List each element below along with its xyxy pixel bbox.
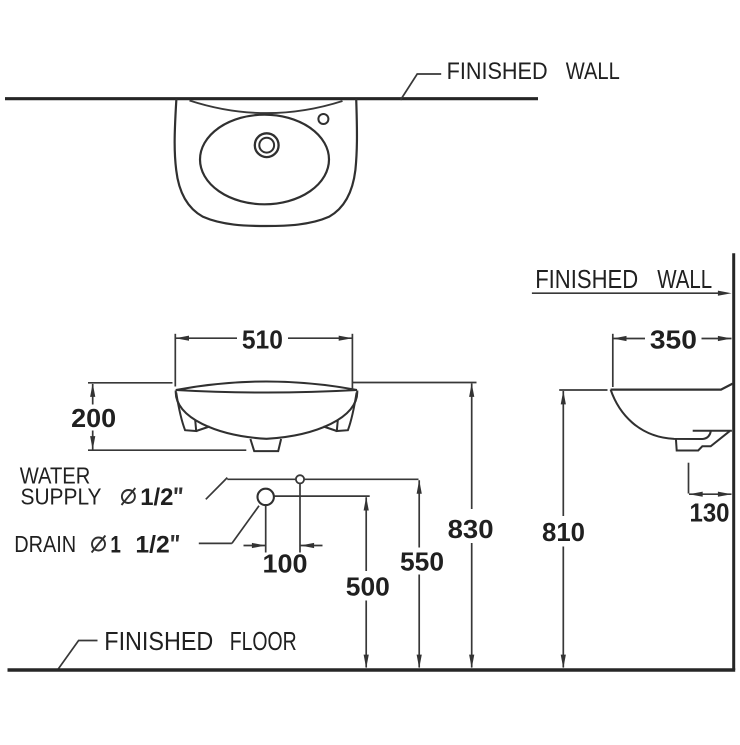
svg-text:550: 550 — [400, 547, 444, 577]
svg-text:200: 200 — [71, 403, 116, 433]
svg-text:SUPPLY: SUPPLY — [21, 483, 102, 509]
svg-text:500: 500 — [346, 571, 390, 601]
svg-text:DRAIN: DRAIN — [14, 531, 76, 557]
svg-text:830: 830 — [448, 514, 494, 544]
svg-text:FINISHED: FINISHED — [535, 264, 638, 294]
svg-text:1/2: 1/2 — [135, 531, 169, 558]
svg-text:WALL: WALL — [657, 264, 712, 294]
svg-text:1/2: 1/2 — [140, 484, 173, 511]
svg-text:810: 810 — [542, 517, 585, 547]
svg-text:100: 100 — [263, 548, 308, 578]
svg-text:FINISHED: FINISHED — [447, 58, 548, 85]
svg-text:FINISHED: FINISHED — [104, 626, 213, 656]
svg-text:510: 510 — [242, 324, 283, 354]
svg-text:WALL: WALL — [566, 58, 620, 85]
svg-text:130: 130 — [690, 498, 730, 528]
svg-text:1: 1 — [110, 531, 121, 558]
svg-text:WATER: WATER — [20, 463, 91, 489]
svg-text:FLOOR: FLOOR — [230, 626, 297, 656]
svg-text:350: 350 — [650, 325, 697, 355]
